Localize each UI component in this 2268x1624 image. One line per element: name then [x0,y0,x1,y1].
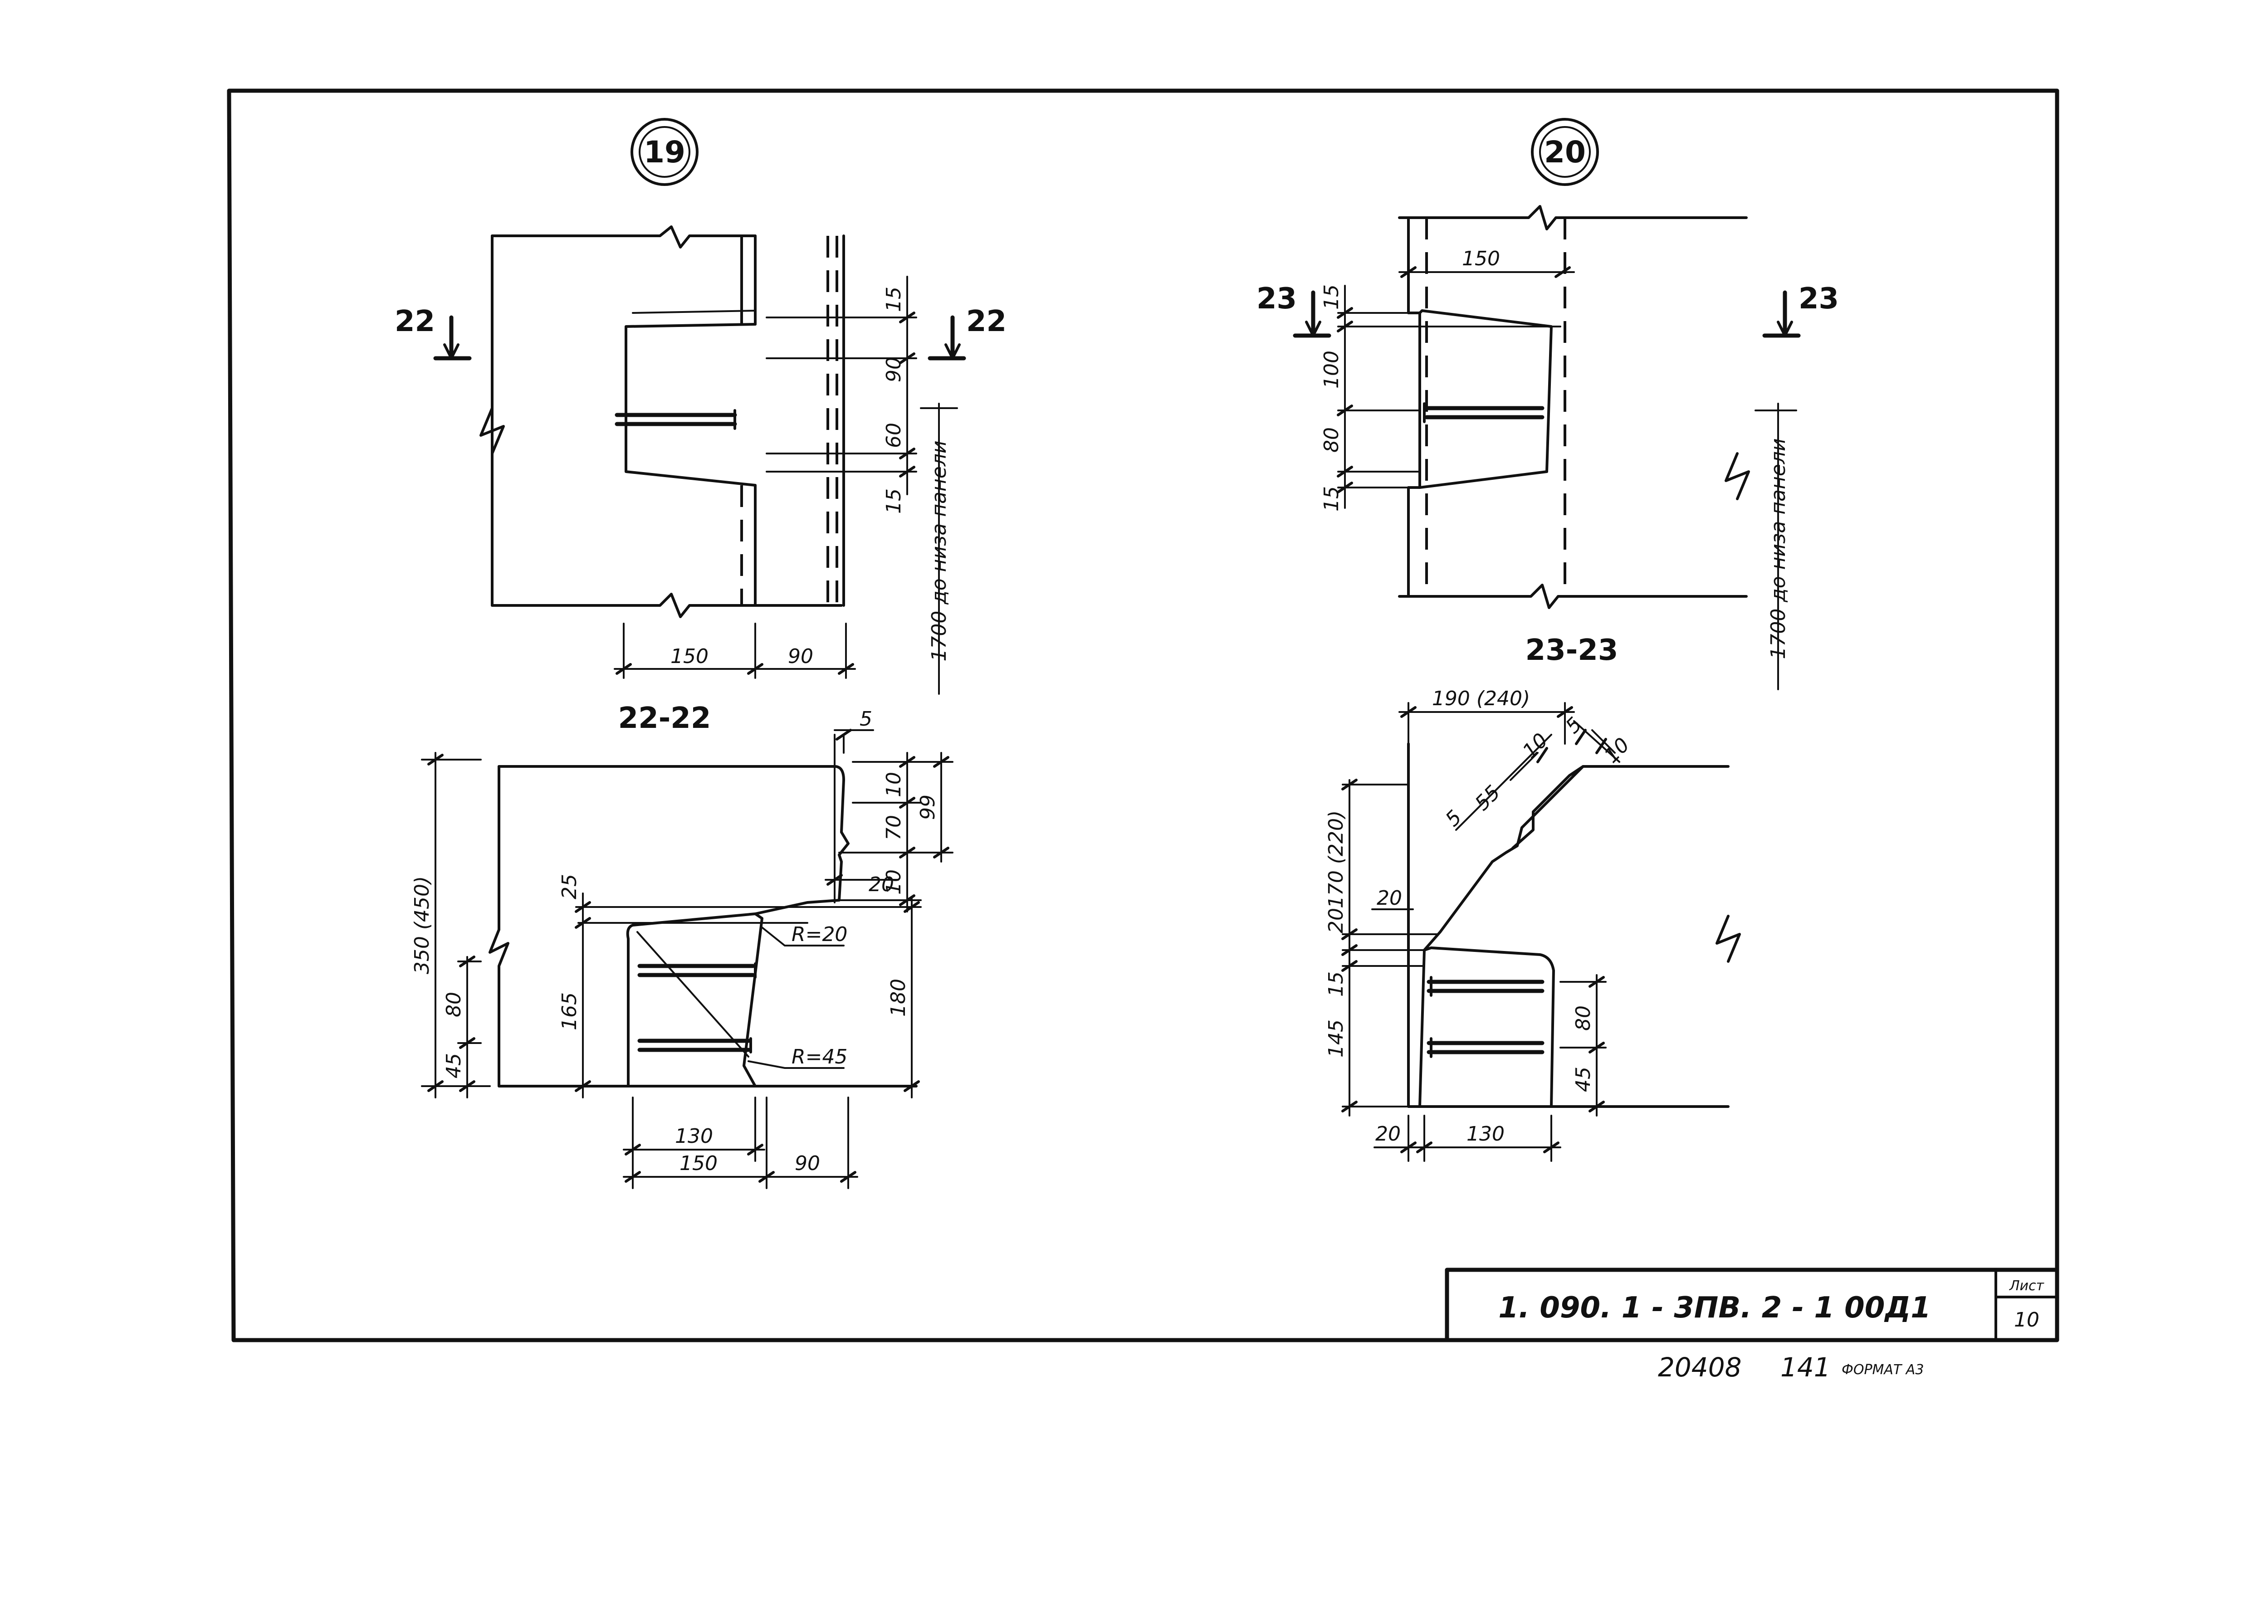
section-23-23: 23-23 190 (240) 55 5 10 5 10 170 (220) 2… [1325,634,1741,1162]
dim-23-w20: 20 [1375,1122,1401,1146]
section-22-22-title: 22-22 [618,702,711,735]
dim-22-180: 180 [887,979,910,1017]
footer: 20408 141 ФОРМАТ А3 [1658,1352,1924,1383]
note-19-1700: 1700 до низа панели [928,440,951,661]
label-r20: R=20 [792,923,847,946]
dim-22-20: 20 [869,873,894,896]
section-22-22: 22-22 R=20 R=45 350 (450) 80 45 25 165 1… [411,702,953,1189]
dim-23-145: 145 [1325,1019,1348,1058]
cut-mark-22-left: 22 [395,305,435,338]
detail-19-badge [631,118,699,186]
dim-22-80: 80 [442,992,465,1017]
dim-22-10: 10 [882,772,905,797]
detail-20: 20 150 15 100 80 15 23 23 1700 до низ [1256,118,1839,690]
dim-20-15a: 15 [1320,284,1343,310]
dim-23-20v: 20 [1325,908,1348,933]
dim-19-v90: 90 [882,357,905,382]
dim-22-150: 150 [679,1152,718,1175]
dim-22-25: 25 [558,874,581,899]
inventory-number: 20408 [1658,1352,1742,1383]
dim-19-v60: 60 [882,423,905,448]
dim-22-45: 45 [442,1053,465,1078]
dim-20-150: 150 [1462,247,1500,270]
detail-19: 19 22 22 150 90 15 90 [395,118,1007,695]
dim-23-w130: 130 [1466,1122,1505,1146]
dim-23-190: 190 (240) [1432,687,1530,710]
label-r45: R=45 [792,1045,847,1068]
dim-20-15b: 15 [1320,486,1343,512]
dim-23-45: 45 [1572,1067,1595,1092]
document-code: 1. 090. 1 - 3ПВ. 2 - 1 00Д1 [1498,1291,1931,1325]
dim-19-150: 150 [670,645,709,668]
sheet-frame [227,88,2059,1342]
sheet-number: 10 [2014,1308,2039,1331]
dim-23-80: 80 [1572,1005,1595,1031]
dim-22-10b: 10 [882,869,905,895]
dim-22-70: 70 [882,815,905,840]
dim-23-20h: 20 [1377,887,1402,910]
dim-23-15: 15 [1325,971,1348,997]
detail-20-number: 20 [1544,135,1586,170]
dim-22-130: 130 [675,1125,713,1148]
dim-22-90: 90 [795,1152,820,1175]
dim-22-99: 99 [916,795,939,820]
sheet-label: Лист [2009,1278,2045,1294]
dim-20-100: 100 [1320,351,1343,389]
dim-19-v15b: 15 [882,488,905,514]
note-20-1700: 1700 до низа панели [1767,438,1790,659]
dim-23-5: 5 [1441,806,1466,831]
format-label: ФОРМАТ А3 [1842,1362,1924,1378]
cut-mark-22-right: 22 [966,305,1007,338]
copy-number: 141 [1780,1352,1831,1383]
cut-mark-23-left: 23 [1256,282,1297,316]
dim-23-10: 10 [1518,729,1553,763]
detail-19-number: 19 [644,135,685,170]
dim-22-top5: 5 [860,707,872,731]
title-block: 1. 090. 1 - 3ПВ. 2 - 1 00Д1 Лист 10 [1445,1268,2059,1342]
cut-mark-23-right: 23 [1799,282,1839,316]
dim-20-80: 80 [1320,427,1343,453]
detail-20-badge [1531,118,1599,186]
dim-22-350: 350 (450) [411,876,434,974]
section-23-23-title: 23-23 [1525,634,1618,667]
dim-23-170: 170 (220) [1325,810,1348,908]
dim-19-90: 90 [788,645,813,668]
dim-19-v15a: 15 [882,287,905,312]
dim-22-165: 165 [558,992,581,1030]
